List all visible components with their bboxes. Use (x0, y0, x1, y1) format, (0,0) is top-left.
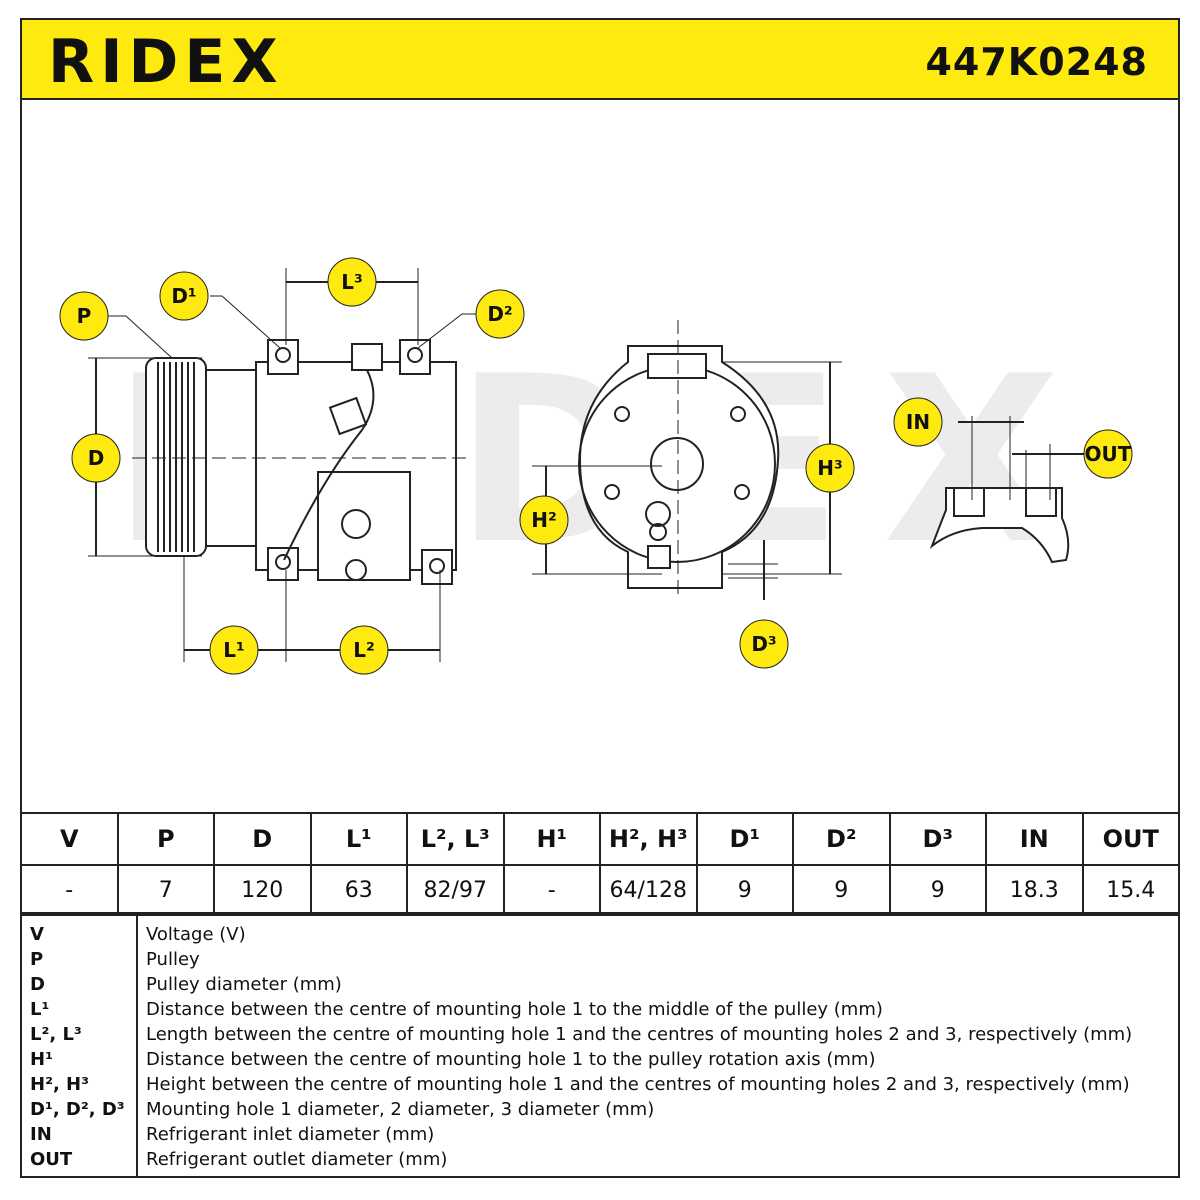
front-housing (578, 345, 780, 589)
callout-l3: L³ (327, 257, 377, 307)
svg-text:D¹: D¹ (171, 284, 196, 308)
callout-h2: H² (519, 495, 569, 545)
legend-row: OUT Refrigerant outlet diameter (mm) (22, 1149, 1182, 1174)
spec-value-cell: 120 (213, 864, 312, 916)
legend-row: H², H³ Height between the centre of moun… (22, 1074, 1182, 1099)
legend-key: P (30, 949, 44, 970)
legend-desc: Pulley diameter (mm) (146, 974, 342, 995)
legend-desc: Refrigerant outlet diameter (mm) (146, 1149, 448, 1170)
callout-in: IN (893, 397, 943, 447)
port-detail (929, 416, 1084, 564)
mounting-ear-2 (399, 339, 431, 375)
legend-key: H¹ (30, 1049, 53, 1070)
svg-text:IN: IN (906, 410, 930, 434)
spec-value-cell: - (20, 864, 119, 916)
legend-key: L², L³ (30, 1024, 82, 1045)
callout-l2: L² (339, 625, 389, 675)
legend-desc: Refrigerant inlet diameter (mm) (146, 1124, 435, 1145)
compressor-diagram: RIDEX (59, 257, 1133, 675)
spec-value-cell: 82/97 (406, 864, 505, 916)
spec-header-cell: OUT (1081, 812, 1180, 866)
svg-text:RIDEX: RIDEX (48, 27, 284, 96)
side-view (88, 268, 478, 662)
legend-desc: Pulley (146, 949, 200, 970)
callout-l1: L¹ (209, 625, 259, 675)
legend-desc: Voltage (V) (146, 924, 246, 945)
legend-key: IN (30, 1124, 52, 1145)
spec-header-cell: D² (792, 812, 891, 866)
spec-value-cell: 9 (888, 864, 987, 916)
spec-header-cell: L², L³ (406, 812, 505, 866)
spec-header-cell: D¹ (695, 812, 794, 866)
legend-key: OUT (30, 1149, 73, 1170)
legend-desc: Distance between the centre of mounting … (146, 1049, 876, 1070)
svg-text:D³: D³ (751, 632, 776, 656)
spec-table: V P D L¹ L², L³ H¹ H², H³ D¹ D² D³ IN OU… (20, 812, 1180, 916)
spec-header-cell: H², H³ (599, 812, 698, 866)
callout-h3: H³ (805, 443, 855, 493)
spec-value-cell: 7 (116, 864, 215, 916)
legend-row: IN Refrigerant inlet diameter (mm) (22, 1124, 1182, 1149)
legend-row: L², L³ Length between the centre of moun… (22, 1024, 1182, 1049)
header-bar: RIDEX 447K0248 (20, 18, 1180, 100)
spec-header-cell: H¹ (502, 812, 601, 866)
legend-desc: Length between the centre of mounting ho… (146, 1024, 1133, 1045)
spec-header-cell: D (213, 812, 312, 866)
spec-value-cell: 15.4 (1081, 864, 1180, 916)
svg-text:L¹: L¹ (223, 638, 245, 662)
callouts: P D D¹ L³ D² L¹ L² H² (59, 257, 1133, 675)
part-number: 447K0248 (925, 40, 1148, 84)
legend-row: V Voltage (V) (22, 924, 1182, 949)
spec-header-cell: P (116, 812, 215, 866)
svg-text:D²: D² (487, 302, 512, 326)
legend-row: L¹ Distance between the centre of mounti… (22, 999, 1182, 1024)
legend-desc: Height between the centre of mounting ho… (146, 1074, 1130, 1095)
spec-value-row: - 7 120 63 82/97 - 64/128 9 9 9 18.3 15.… (20, 864, 1180, 916)
legend-key: H², H³ (30, 1074, 90, 1095)
legend-row: H¹ Distance between the centre of mounti… (22, 1049, 1182, 1074)
svg-text:H²: H² (531, 508, 557, 532)
legend-key: D (30, 974, 45, 995)
spec-value-cell: 9 (695, 864, 794, 916)
legend-key: L¹ (30, 999, 50, 1020)
spec-value-cell: 18.3 (985, 864, 1084, 916)
legend-row: D¹, D², D³ Mounting hole 1 diameter, 2 d… (22, 1099, 1182, 1124)
mounting-ear-1 (267, 339, 299, 375)
spec-header-cell: D³ (888, 812, 987, 866)
callout-d1: D¹ (159, 271, 209, 321)
callout-d2: D² (475, 289, 525, 339)
svg-text:L²: L² (353, 638, 375, 662)
spec-value-cell: - (502, 864, 601, 916)
svg-text:OUT: OUT (1085, 442, 1132, 466)
callout-out: OUT (1083, 429, 1133, 479)
legend-row: P Pulley (22, 949, 1182, 974)
spec-value-cell: 64/128 (599, 864, 698, 916)
legend-desc: Distance between the centre of mounting … (146, 999, 883, 1020)
spec-header-row: V P D L¹ L², L³ H¹ H², H³ D¹ D² D³ IN OU… (20, 812, 1180, 866)
callout-d: D (71, 433, 121, 483)
mounting-ear-3 (421, 549, 453, 585)
callout-d3: D³ (739, 619, 789, 669)
callout-p: P (59, 291, 109, 341)
spec-header-cell: L¹ (309, 812, 408, 866)
svg-text:L³: L³ (341, 270, 363, 294)
legend-divider (136, 914, 138, 1178)
legend-key: D¹, D², D³ (30, 1099, 125, 1120)
front-view (532, 320, 842, 600)
legend-key: V (30, 924, 44, 945)
legend-row: D Pulley diameter (mm) (22, 974, 1182, 999)
spec-value-cell: 9 (792, 864, 891, 916)
spec-header-cell: IN (985, 812, 1084, 866)
ridex-logo: RIDEX (48, 27, 284, 96)
svg-text:D: D (88, 446, 105, 470)
legend-desc: Mounting hole 1 diameter, 2 diameter, 3 … (146, 1099, 655, 1120)
legend: V Voltage (V) P Pulley D Pulley diameter… (20, 912, 1180, 1178)
svg-text:H³: H³ (817, 456, 843, 480)
spec-header-cell: V (20, 812, 119, 866)
spec-value-cell: 63 (309, 864, 408, 916)
svg-text:P: P (77, 304, 92, 328)
